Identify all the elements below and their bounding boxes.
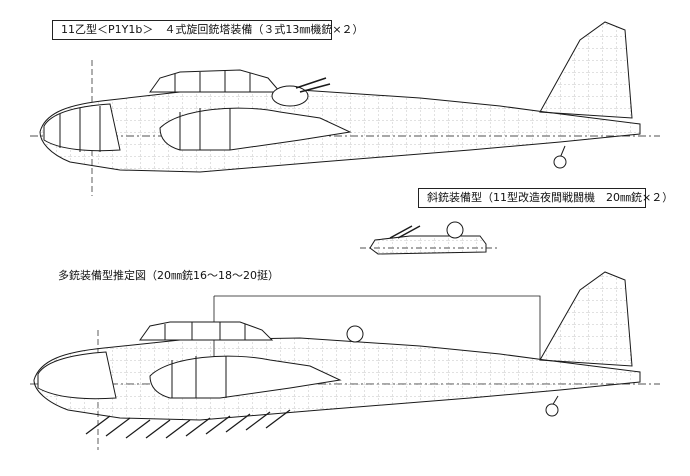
caption-oblique-gun-type: 斜銃装備型（11型改造夜間戦闘機 20㎜銃×２） [418,188,673,208]
aircraft-bottom-side-view [30,271,660,450]
oblique-gun-detail [360,221,500,255]
caption-multi-gun-type: 多銃装備型推定図（20㎜銃16～18～20挺） [58,269,279,282]
caption-11otsu-type: 11乙型＜P1Y1b＞ ４式旋回銃塔装備（３式13㎜機銃×２） [52,20,364,40]
aircraft-top-side-view [30,21,660,196]
